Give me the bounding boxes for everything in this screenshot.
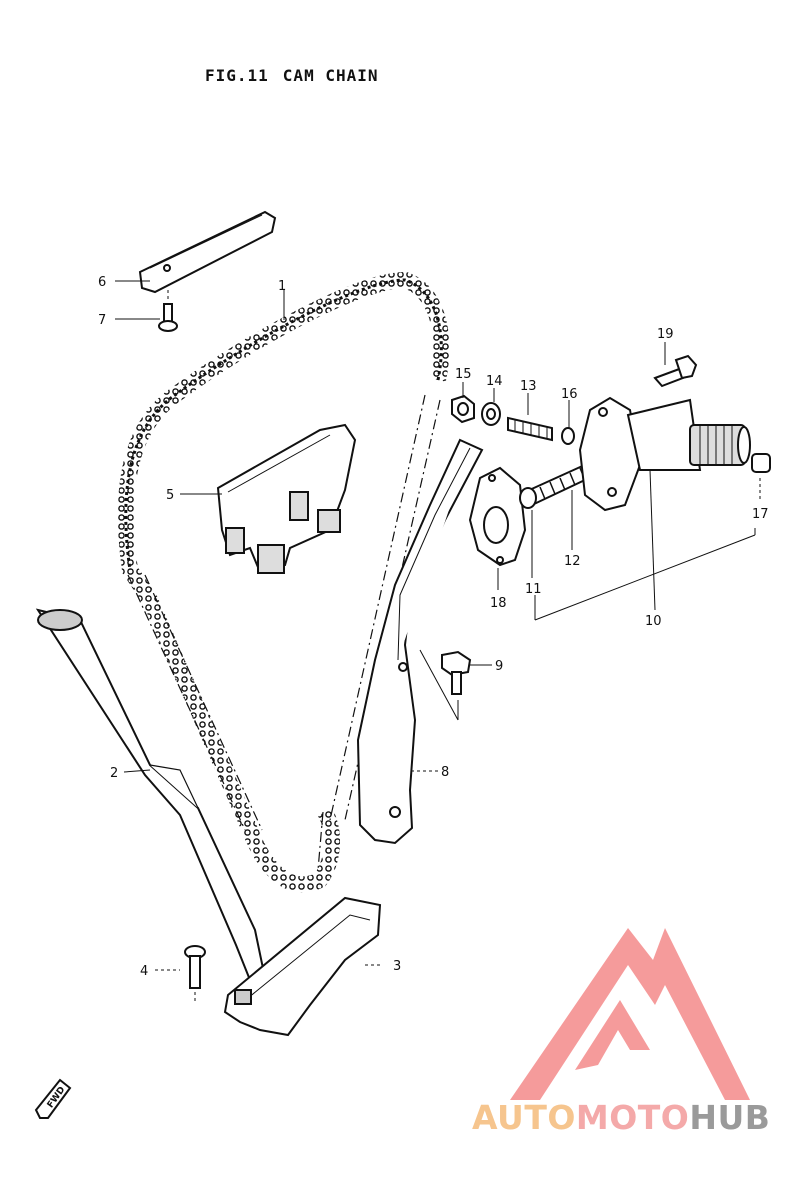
figure-name: CAM CHAIN	[282, 66, 379, 85]
callout-11: 11	[525, 582, 542, 597]
callout-13: 13	[520, 379, 537, 394]
callout-7: 7	[98, 313, 106, 328]
callout-16: 16	[561, 387, 578, 402]
callout-12: 12	[564, 554, 581, 569]
callout-5: 5	[166, 488, 174, 503]
figure-number: FIG.11	[205, 66, 269, 85]
callout-6: 6	[98, 275, 106, 290]
bolt-19	[653, 354, 698, 388]
callout-8: 8	[441, 765, 449, 780]
callout-19: 19	[657, 327, 674, 342]
callout-18: 18	[490, 596, 507, 611]
chain-guide-top	[138, 210, 277, 294]
callout-10: 10	[645, 614, 662, 629]
assembly-line	[534, 534, 756, 621]
callout-3: 3	[393, 959, 401, 974]
watermark-text: AUTOMOTOHUB	[472, 1098, 770, 1137]
bolt-9	[419, 649, 472, 721]
watermark-hub: HUB	[689, 1098, 771, 1137]
assembly-line-ends	[534, 528, 756, 620]
tensioner-body	[578, 396, 751, 512]
callout-4: 4	[140, 964, 148, 979]
washer-14	[481, 402, 501, 426]
tensioner-guide-left	[35, 608, 267, 982]
fwd-arrow: FWD	[34, 1078, 72, 1119]
diagram-title: FIG.11 CAM CHAIN	[205, 66, 379, 85]
cap-17	[751, 453, 771, 500]
callout-17: 17	[752, 507, 769, 522]
leader-lines	[115, 280, 666, 971]
watermark-auto: AUTO	[472, 1098, 576, 1137]
ring-16	[561, 427, 575, 445]
watermark-moto: MOTO	[575, 1098, 690, 1137]
tensioner-arm	[356, 438, 484, 845]
chain-guide-block	[216, 423, 357, 574]
spring-13	[507, 416, 553, 442]
callout-15: 15	[455, 367, 472, 382]
callout-9: 9	[495, 659, 503, 674]
gasket	[468, 466, 527, 567]
callout-14: 14	[486, 374, 503, 389]
bolt-4	[184, 945, 206, 1004]
watermark-logo-icon	[510, 928, 750, 1100]
screw-7	[158, 290, 178, 332]
lower-guide	[223, 896, 382, 1037]
nut-15	[451, 394, 475, 424]
callout-2: 2	[110, 766, 118, 781]
callout-1: 1	[278, 279, 286, 294]
